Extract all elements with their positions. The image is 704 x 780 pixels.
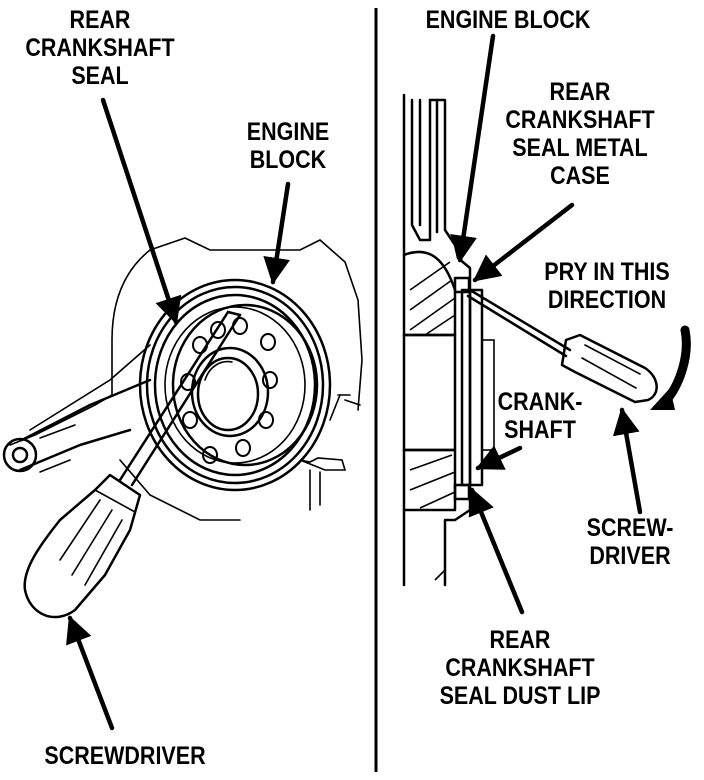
arrow-right-block (450, 33, 496, 263)
label-left-engine-block: ENGINE BLOCK (246, 118, 330, 174)
arrow-right-screwdriver (612, 407, 643, 515)
arrow-left-block (263, 181, 291, 285)
label-right-crankshaft: CRANK- SHAFT (497, 388, 583, 444)
arrow-right-crankshaft (475, 445, 523, 471)
label-left-rear-crankshaft-seal: REAR CRANKSHAFT SEAL (25, 6, 175, 90)
arrow-right-dust-lip (468, 487, 525, 615)
arrow-left-screwdriver (66, 615, 115, 731)
left-engine-drawing (2, 237, 363, 619)
arrow-left-seal (100, 97, 182, 325)
arrow-right-metal-case (472, 202, 575, 283)
label-right-engine-block: ENGINE BLOCK (425, 6, 591, 34)
label-right-screwdriver: SCREW- DRIVER (586, 514, 674, 570)
label-right-seal-metal-case: REAR CRANKSHAFT SEAL METAL CASE (505, 78, 655, 190)
label-left-screwdriver: SCREWDRIVER (44, 742, 206, 770)
right-section-drawing (402, 93, 691, 587)
label-right-pry-direction: PRY IN THIS DIRECTION (544, 258, 670, 314)
label-right-seal-dust-lip: REAR CRANKSHAFT SEAL DUST LIP (439, 626, 601, 710)
